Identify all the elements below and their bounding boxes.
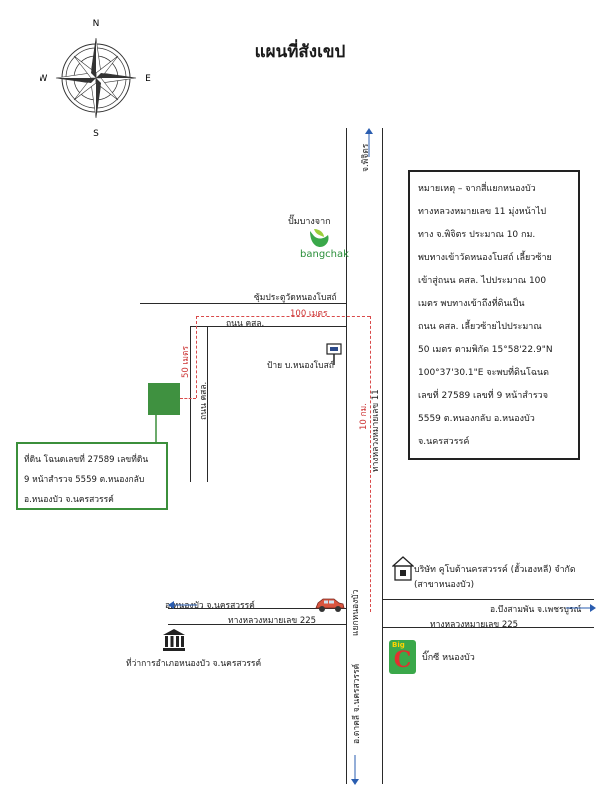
highway-225-right-label: ทางหลวงหมายเลข 225 [430,620,519,630]
bigc-logo-icon: Big C [389,640,416,674]
bangchak-label: ปั๊มบางจาก [288,217,331,227]
distance-line-50m-end [180,398,196,399]
compass-rose-icon: N S E W [40,19,151,138]
highway-11-right-edge [382,128,383,784]
compass-s: S [93,129,99,138]
map-title: แผนที่สังเขป [254,42,346,62]
concrete-road-left [190,326,191,482]
company-name-label: บริษัท คูโบต้านครสวรรค์ (ฮั้วเฮงหลี) จำก… [414,565,576,575]
note-line: ถนน คสล. เลี้ยวซ้ายไปประมาณ [418,322,542,332]
government-building-icon [163,629,185,651]
to-takhli-label: อ.ตาคลี จ.นครสวรรค์ [352,663,362,744]
arrow-right-icon [566,604,596,612]
highway-11-label: ทางหลวงหมายเลข 11 [371,389,381,472]
bigc-logo-big: Big [392,641,405,649]
to-buengsamphan-label: อ.บึงสามพัน จ.เพชรบูรณ์ [490,605,582,615]
company-building-icon [392,556,414,581]
note-line: ทางหลวงหมายเลข 11 มุ่งหน้าไป [418,207,547,217]
car-icon [315,598,345,612]
junction-label: แยกหนองบัว [351,589,361,636]
arrow-up-icon [365,128,373,157]
plot-info-line: อ.หนองบัว จ.นครสวรรค์ [24,495,114,505]
village-sign-icon [326,343,342,365]
arrow-left-icon [168,601,197,609]
compass-w: W [40,74,48,84]
highway-225-right-bottom [382,627,594,628]
highway-225-left-label: ทางหลวงหมายเลข 225 [228,616,317,626]
land-plot-marker [148,383,180,415]
land-plot-info-box: ที่ดิน โฉนดเลขที่ 27589 เลขที่ดิน 9 หน้า… [16,442,168,510]
bigc-logo-c: C [393,647,412,673]
distance-line-100m [196,316,370,317]
note-line: 100°37'30.1"E จะพบที่ดินโฉนด [418,368,549,378]
village-sign-label: ป้าย บ.หนองโบสถ์ [267,361,334,371]
company-branch-label: (สาขาหนองบัว) [414,580,475,590]
district-office-label: ที่ว่าการอำเภอหนองบัว จ.นครสวรรค์ [126,659,262,669]
distance-100m-label: 100 เมตร [290,309,328,319]
note-line: 5559 ต.หนองกลับ อ.หนองบัว [418,414,535,424]
concrete-road-h-label: ถนน คสล. [226,319,265,329]
highway-225-left-top [168,608,346,609]
note-line: จ.นครสวรรค์ [418,437,470,447]
distance-50m-label: 50 เมตร [181,345,191,378]
note-line: พบทางเข้าวัดหนองโบสถ์ เลี้ยวซ้าย [418,253,552,263]
note-line: 50 เมตร ตามพิกัด 15°58'22.9"N [418,345,553,355]
highway-225-right-top [382,599,594,600]
compass-e: E [145,74,151,84]
plot-pointer-line [155,415,157,443]
bangchak-brand-text: bangchak [300,249,349,260]
note-line: ทาง จ.พิจิตร ประมาณ 10 กม. [418,230,536,240]
soi-road-top [140,303,346,304]
bangchak-logo-icon [310,229,329,247]
bigc-label: บิ๊กซี หนองบัว [422,653,475,663]
note-line: เลขที่ 27589 เลขที่ 9 หน้าสำรวจ [418,391,548,401]
highway-225-left-bottom [168,624,346,625]
arrow-down-icon [351,755,359,785]
distance-line-50m [196,316,197,398]
note-line: เมตร พบทางเข้าถึงที่ดินเป็น [418,299,525,309]
plot-info-line: ที่ดิน โฉนดเลขที่ 27589 เลขที่ดิน [24,455,149,465]
highway-11-left-edge [346,128,347,784]
plot-info-line: 9 หน้าสำรวจ 5559 ต.หนองกลับ [24,475,145,485]
soi-road-bottom [190,326,346,327]
compass-n: N [93,19,100,29]
note-box: หมายเหตุ – จากสี่แยกหนองบัว ทางหลวงหมายเ… [408,170,580,460]
soi-road-label: ซุ้มประตูวัดหนองโบสถ์ [254,293,337,303]
to-nongbua-label: อ.หนองบัว จ.นครสวรรค์ [165,601,255,611]
concrete-road-v-label: ถนน คสล. [199,381,209,420]
note-line: หมายเหตุ – จากสี่แยกหนองบัว [418,184,536,194]
concrete-road-right [207,326,208,482]
distance-line-10km [370,316,371,612]
note-line: เข้าสู่ถนน คสล. ไปประมาณ 100 [418,276,547,286]
